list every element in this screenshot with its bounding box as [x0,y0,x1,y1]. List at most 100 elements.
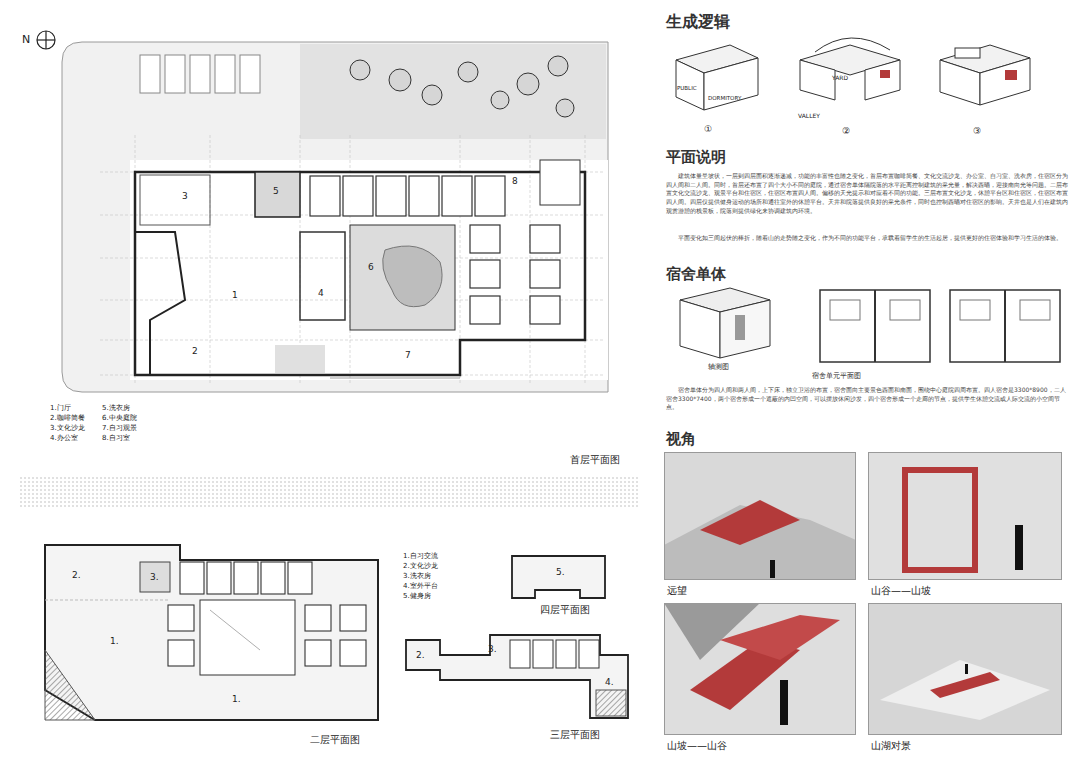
ground-floor-plan-part [383,246,442,307]
ground-floor-plan-part [165,55,185,93]
generation-diagrams-part [980,58,1030,105]
plan-label: 轴测图 [708,363,729,371]
plan-label: 1.自习交流 [403,552,438,560]
plan-label: 4.室外平台 [403,582,438,590]
second-floor-plan-part [200,600,295,675]
road-lines [20,478,640,506]
road-lines-part [20,482,640,483]
svg-defs-part [180,562,204,594]
svg-defs-part [442,176,472,216]
diagram-label: ② [842,126,850,136]
perspective-views [664,452,1062,735]
svg-defs-part [350,60,370,80]
plan-label: N [22,33,30,46]
generation-diagrams-part [880,70,890,78]
ground-floor-plan-part [540,160,580,205]
plan-label: 2. [416,650,425,661]
perspective-views-part [664,452,856,580]
svg-defs-part [389,69,411,91]
fourth-floor-plan-part [512,556,605,598]
ground-floor-plan-part [140,175,210,225]
ground-floor-plan-part [350,225,455,330]
plan-label: 2.文化沙龙 [403,562,438,570]
svg-defs [310,176,560,324]
view-frame: 山湖对景 [868,603,1062,735]
north-arrow-part [37,39,55,40]
dorm-unit-drawings-part [830,300,860,320]
second-floor-plan-part [45,545,378,720]
svg-defs-part [530,225,560,253]
third-floor-plan-part [406,635,628,718]
svg-defs-part [422,85,442,105]
plan-label: 1.门厅 [50,404,71,412]
svg-defs-part [288,562,312,594]
perspective-views-part [868,603,1062,735]
section-heading: 宿舍单体 [666,265,726,283]
view-frame: 远望 [664,452,856,580]
perspective-views-part [664,603,856,735]
plan-label: 2 [192,346,198,357]
generation-diagrams [676,38,1030,110]
svg-defs-part [475,176,505,216]
plan-label: 三层平面图 [550,729,600,741]
generation-diagrams-part [1005,70,1017,80]
road-lines-part [20,498,640,499]
svg-defs-part [491,91,509,109]
second-floor-plan-part [140,562,170,592]
perspective-views-part [700,500,800,545]
plan-label: 1 [232,290,238,301]
plan-label: 2.咖啡简餐 [50,414,85,422]
section-heading: 视角 [666,430,696,448]
svg-defs-part [168,605,194,631]
ground-floor-plan-part [62,42,608,392]
plan-label: 4.办公室 [50,434,78,442]
ground-floor-plan-part [240,55,260,93]
diagram-label: YARD [832,75,848,82]
ground-floor-plan-part [255,172,300,217]
second-floor-plan-part [210,610,260,650]
section-heading: 平面说明 [666,148,726,166]
dorm-unit-drawings-part [890,300,920,320]
svg-defs-part [261,562,285,594]
road-lines-part [20,506,640,507]
ground-floor-plan-part [135,172,585,375]
generation-diagram: YARDVALLEY② [790,35,905,125]
generation-diagrams-part [940,60,980,105]
dorm-unit-drawings-part [950,290,1060,362]
svg-defs-part [548,56,568,76]
dorm-unit-drawings-part [820,290,930,362]
plan-label: 2. [72,570,81,581]
svg-defs-part [207,562,231,594]
plan-label: 6.中央庭院 [102,414,137,422]
svg-defs-part [330,378,460,379]
view-caption: 远望 [667,585,687,597]
generation-diagrams-part [815,38,890,52]
dorm-unit-drawings-part [960,300,990,320]
third-floor-plan-part [596,690,626,716]
diagram-label: ① [704,124,712,134]
dorm-unit-drawings [680,288,1060,362]
description-text: 宿舍单体分为四人间和两人间，上下床，独立卫浴的布置，宿舍面向主要景色西面和南面，… [666,386,1070,412]
svg-defs-part [409,176,439,216]
plan-label: 1. [232,694,241,705]
road-lines-part [20,490,640,491]
ground-floor-plan-part [140,55,160,93]
plan-label: 7 [405,350,411,361]
generation-diagrams-part [800,60,835,100]
view-frame: 山谷——山坡 [868,452,1062,580]
plan-label: 8.自习室 [102,434,130,442]
description-text: 平面变化如三间起伏的棒折，随着山的走势随之变化，作为不同的功能平台，承载着留学生… [666,234,1070,243]
plan-label: 4. [605,677,614,688]
ground-floor-plan-part [275,345,325,373]
perspective-views-part [905,470,975,570]
generation-diagrams-part [704,58,758,110]
svg-defs-part [533,640,553,668]
dorm-unit-drawings-part [720,300,770,358]
ground-floor-plan-part [300,232,345,320]
plan-label: 4 [318,288,324,299]
plan-label: 3 [182,191,188,202]
svg-defs-part [530,260,560,288]
generation-diagrams-part [676,60,704,110]
description-text: 建筑体量呈坡状，一层到四层面积逐渐递减，功能的丰富性也随之变化，首层布置咖啡简餐… [666,172,1070,215]
perspective-views-part [930,672,1000,698]
